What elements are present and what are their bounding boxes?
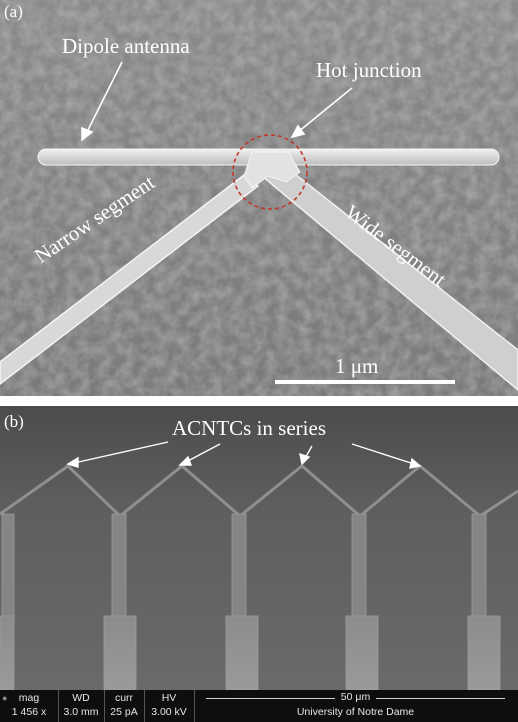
sem-panel-a: (a) Dipole antenna Hot junction Narrow s… [0,0,518,396]
curr-value: 25 pA [110,706,138,718]
sem-info-bar: ● mag 1 456 x WD 3.0 mm curr 25 pA HV 3.… [0,690,518,722]
acntc-array [0,464,518,690]
infobar-scale-wrap: 50 μm [194,691,517,703]
curr-cell: curr 25 pA [104,690,145,722]
scale-cell: 50 μm University of Notre Dame [194,690,517,722]
hv-key: HV [161,692,177,704]
wd-key: WD [72,692,90,704]
hv-cell: HV 3.00 kV [144,690,195,722]
wd-value: 3.0 mm [63,706,99,718]
scale-bar-label: 1 μm [335,354,379,378]
hot-junction-label: Hot junction [316,58,422,82]
hv-value: 3.00 kV [151,706,187,718]
dipole-antenna-label: Dipole antenna [62,34,190,58]
mag-cell: ● mag 1 456 x [0,690,59,722]
scale-bar [275,380,455,384]
wd-cell: WD 3.0 mm [58,690,105,722]
acntc-series-label: ACNTCs in series [172,416,326,440]
sem-panel-b: (b) ACNTCs in series [0,406,518,722]
annotation-arrows [81,61,353,142]
sem-image-a [0,0,518,396]
curr-key: curr [114,692,134,704]
narrow-segment [0,170,260,385]
mag-value: 1 456 x [11,706,47,718]
infobar-scale-value: 50 μm [334,691,377,703]
panel-a-label: (a) [4,2,23,21]
institution-name: University of Notre Dame [296,706,415,718]
panel-b-label: (b) [4,412,24,431]
acntc-arrows [66,441,422,469]
detector-icon: ● [2,693,8,703]
junction-structure [243,151,301,189]
hot-junction-circle [232,134,308,210]
sem-image-b [0,406,518,690]
mag-key: mag [18,692,40,704]
